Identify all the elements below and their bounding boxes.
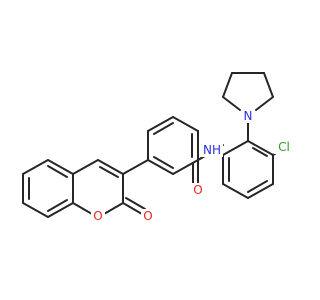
svg-text:O: O <box>143 209 152 223</box>
ring-oxygen-atom: O <box>91 209 105 223</box>
svg-text:O: O <box>93 209 102 223</box>
coumarin-benzo-ring <box>22 159 74 218</box>
bonds <box>22 72 284 218</box>
chlorine-atom: Cl <box>274 140 294 154</box>
coumarin-pyranone-ring <box>72 159 146 215</box>
central-benzene-ring <box>122 116 199 175</box>
svg-text:Cl: Cl <box>278 140 290 154</box>
pyrrolidine-ring <box>222 72 274 142</box>
amide-nitrogen-atom: NH <box>201 143 223 157</box>
svg-text:O: O <box>193 183 202 197</box>
chlorophenyl-ring <box>222 140 284 199</box>
pyrrolidine-nitrogen-atom: N <box>241 109 255 123</box>
svg-text:NH: NH <box>203 143 221 157</box>
amide-oxygen-atom: O <box>191 183 205 197</box>
svg-text:N: N <box>244 109 253 123</box>
atom-labels: O O O NH N Cl <box>91 109 294 223</box>
lactone-carbonyl-oxygen-atom: O <box>141 209 155 223</box>
molecule-structure-diagram: O O O NH N Cl <box>22 72 294 223</box>
